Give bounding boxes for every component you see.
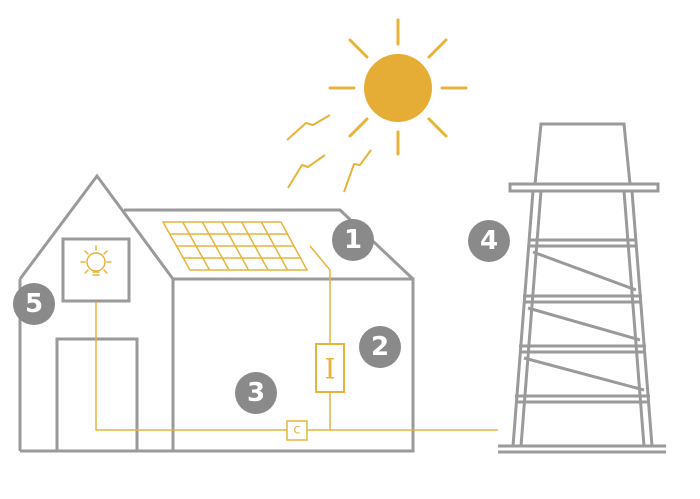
sunlight-rays [286, 114, 372, 193]
door [55, 337, 139, 451]
marker-3: 3 [235, 372, 277, 414]
marker-1-label: 1 [344, 225, 362, 255]
meter-icon: c [286, 420, 308, 441]
solar-panel-icon [161, 221, 309, 271]
marker-3-label: 3 [247, 378, 265, 408]
marker-2-label: 2 [371, 332, 389, 362]
meter-symbol: c [293, 423, 300, 438]
marker-4-label: 4 [480, 226, 498, 256]
marker-4: 4 [468, 220, 510, 262]
marker-5-label: 5 [25, 289, 43, 319]
sun-icon [328, 18, 468, 156]
transmission-tower-icon [498, 122, 666, 454]
wiring [95, 245, 498, 431]
light-bulb-icon [80, 245, 112, 276]
inverter-symbol: I [324, 353, 335, 386]
house [18, 173, 415, 453]
inverter-icon: I [315, 343, 345, 393]
marker-5: 5 [13, 283, 55, 325]
marker-2: 2 [359, 326, 401, 368]
marker-1: 1 [332, 219, 374, 261]
window [61, 237, 131, 303]
